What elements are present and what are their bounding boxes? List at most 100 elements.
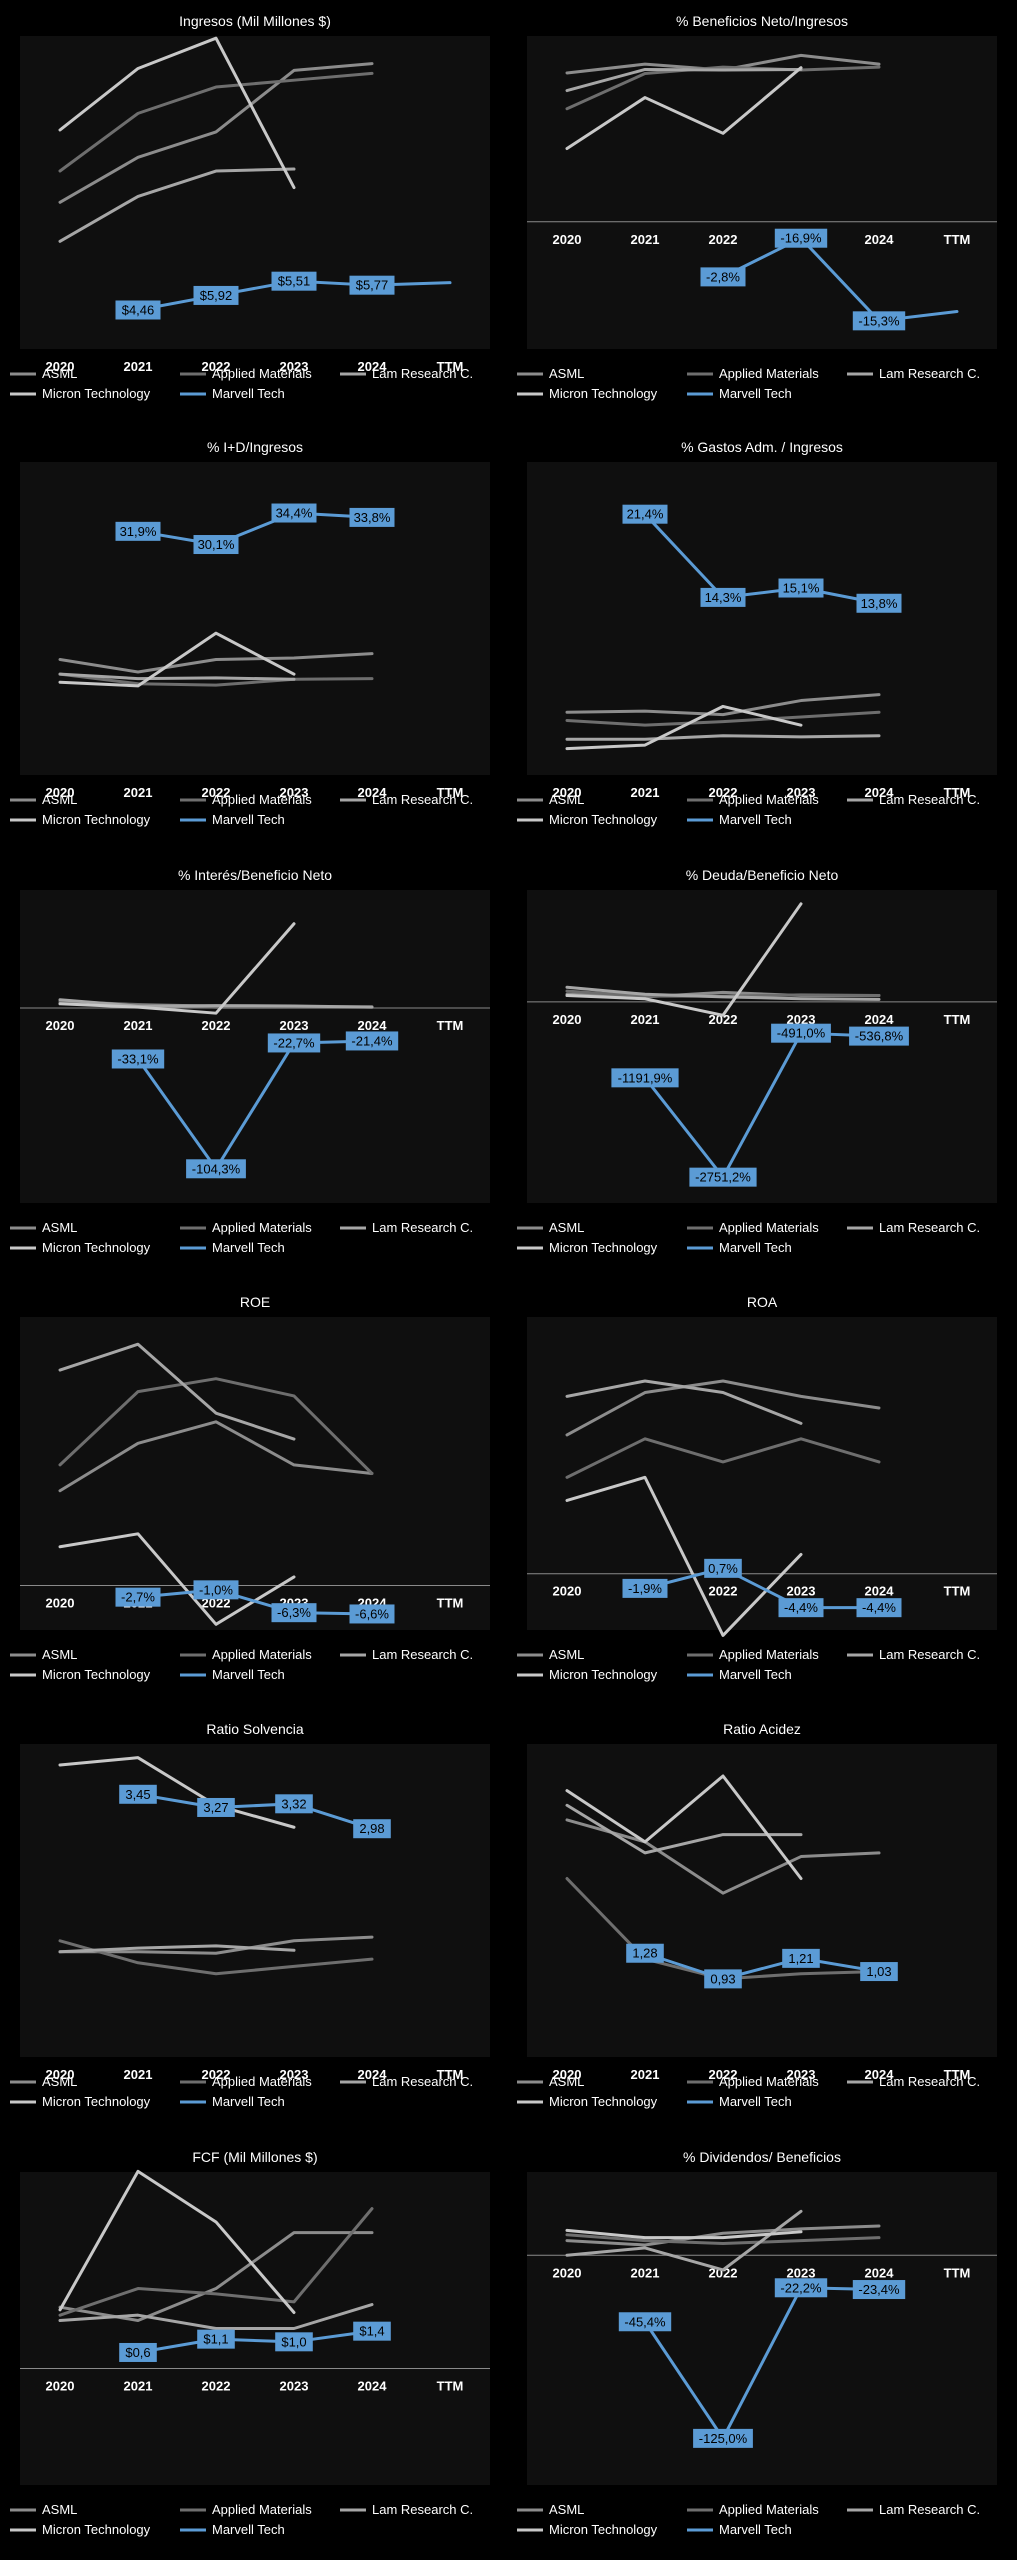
x-tick-label: 2020 [553, 2067, 582, 2082]
svg-text:ASML: ASML [42, 2074, 77, 2089]
svg-text:2,98: 2,98 [359, 1821, 384, 1836]
legend-entry: Micron Technology [10, 1240, 151, 1255]
x-tick-label: 2020 [553, 2265, 582, 2280]
x-tick-label: TTM [944, 2265, 971, 2280]
svg-text:33,8%: 33,8% [354, 510, 391, 525]
svg-text:Marvell Tech: Marvell Tech [212, 1667, 285, 1682]
x-tick-label: 2020 [46, 1018, 75, 1033]
plot-area [20, 890, 490, 1203]
data-label: $5,77 [349, 275, 395, 295]
data-label: 3,45 [119, 1784, 157, 1804]
series-line-applied-materials [58, 2207, 374, 2317]
svg-text:1,21: 1,21 [788, 1951, 813, 1966]
legend-entry: Lam Research C. [847, 2074, 980, 2089]
chart-title: % Deuda/Beneficio Neto [686, 867, 839, 883]
svg-text:Micron Technology: Micron Technology [549, 2522, 658, 2537]
svg-text:Micron Technology: Micron Technology [42, 2094, 151, 2109]
data-label: -45,4% [618, 2312, 672, 2332]
legend-entry: Applied Materials [180, 366, 312, 381]
data-label: -22,7% [267, 1033, 321, 1053]
series-line-lam-research-c- [58, 998, 374, 1009]
legend-entry: Micron Technology [517, 812, 658, 827]
svg-text:Marvell Tech: Marvell Tech [719, 812, 792, 827]
x-tick-label: 2021 [124, 1018, 153, 1033]
svg-text:-536,8%: -536,8% [855, 1029, 904, 1044]
series-line-marvell-tech [643, 2286, 881, 2440]
legend-entry: Lam Research C. [847, 366, 980, 381]
series-line-applied-materials [565, 2233, 881, 2246]
x-tick-label: 2021 [124, 2067, 153, 2082]
data-label: 3,32 [275, 1794, 313, 1814]
svg-text:$5,51: $5,51 [278, 274, 311, 289]
x-tick-label: 2020 [553, 1584, 582, 1599]
svg-text:Applied Materials: Applied Materials [719, 2074, 819, 2089]
legend-entry: ASML [10, 2502, 77, 2517]
x-tick-label: 2021 [631, 2067, 660, 2082]
x-tick-label: TTM [437, 359, 464, 374]
legend-entry: Lam Research C. [847, 2502, 980, 2517]
x-tick-label: 2022 [709, 1012, 738, 1027]
data-label: -15,3% [852, 311, 906, 331]
x-tick-label: TTM [944, 2067, 971, 2082]
svg-text:-6,6%: -6,6% [355, 1606, 389, 1621]
plot-area [527, 1744, 997, 2057]
series-line-asml [565, 693, 881, 717]
x-tick-label: 2023 [787, 785, 816, 800]
svg-text:Marvell Tech: Marvell Tech [212, 2522, 285, 2537]
x-tick-label: TTM [437, 1596, 464, 1611]
data-label: -22,2% [774, 2278, 828, 2298]
series-line-applied-materials [565, 65, 881, 111]
x-tick-label: TTM [944, 1012, 971, 1027]
x-tick-label: 2024 [865, 785, 895, 800]
svg-text:3,32: 3,32 [281, 1796, 306, 1811]
data-label: 31,9% [115, 521, 161, 541]
series-line-applied-materials [565, 710, 881, 727]
x-tick-label: TTM [437, 1018, 464, 1033]
legend-entry: Lam Research C. [340, 2502, 473, 2517]
series-line-applied-materials [565, 1437, 881, 1479]
data-label: 3,27 [197, 1797, 235, 1817]
series-line-marvell-tech [643, 1566, 881, 1610]
x-tick-label: 2022 [202, 2067, 231, 2082]
x-tick-label: 2024 [865, 232, 895, 247]
series-line-micron-technology [565, 902, 803, 1017]
svg-text:Lam Research C.: Lam Research C. [879, 1647, 980, 1662]
svg-text:-491,0%: -491,0% [777, 1026, 826, 1041]
svg-text:-1191,9%: -1191,9% [618, 1070, 673, 1085]
legend-entry: Lam Research C. [847, 1647, 980, 1662]
legend-entry: Lam Research C. [340, 1647, 473, 1662]
data-label: 0,7% [704, 1558, 742, 1578]
data-label: -536,8% [849, 1026, 909, 1046]
svg-text:Micron Technology: Micron Technology [549, 1240, 658, 1255]
x-tick-label: 2020 [46, 1596, 75, 1611]
svg-text:30,1%: 30,1% [198, 537, 235, 552]
x-tick-label: TTM [944, 785, 971, 800]
data-label: -4,4% [856, 1598, 902, 1618]
svg-text:Lam Research C.: Lam Research C. [372, 1647, 473, 1662]
x-tick-label: 2024 [865, 1012, 895, 1027]
x-tick-label: 2024 [358, 785, 388, 800]
svg-text:Marvell Tech: Marvell Tech [212, 1240, 285, 1255]
svg-text:Applied Materials: Applied Materials [719, 2502, 819, 2517]
svg-text:Lam Research C.: Lam Research C. [879, 1220, 980, 1235]
series-line-marvell-tech [643, 1031, 881, 1179]
svg-text:-2,8%: -2,8% [706, 269, 740, 284]
x-tick-label: 2024 [358, 359, 388, 374]
svg-text:-15,3%: -15,3% [858, 313, 900, 328]
chart-title: % I+D/Ingresos [207, 439, 303, 455]
data-label: -125,0% [693, 2428, 753, 2448]
svg-text:Lam Research C.: Lam Research C. [879, 2074, 980, 2089]
x-tick-label: 2021 [631, 232, 660, 247]
series-line-asml [565, 1379, 881, 1437]
legend-entry: Micron Technology [10, 1667, 151, 1682]
data-label: -491,0% [771, 1023, 831, 1043]
x-tick-label: 2022 [202, 2378, 231, 2393]
svg-text:Lam Research C.: Lam Research C. [372, 2074, 473, 2089]
legend-entry: Micron Technology [517, 1240, 658, 1255]
series-line-micron-technology [565, 2228, 803, 2240]
